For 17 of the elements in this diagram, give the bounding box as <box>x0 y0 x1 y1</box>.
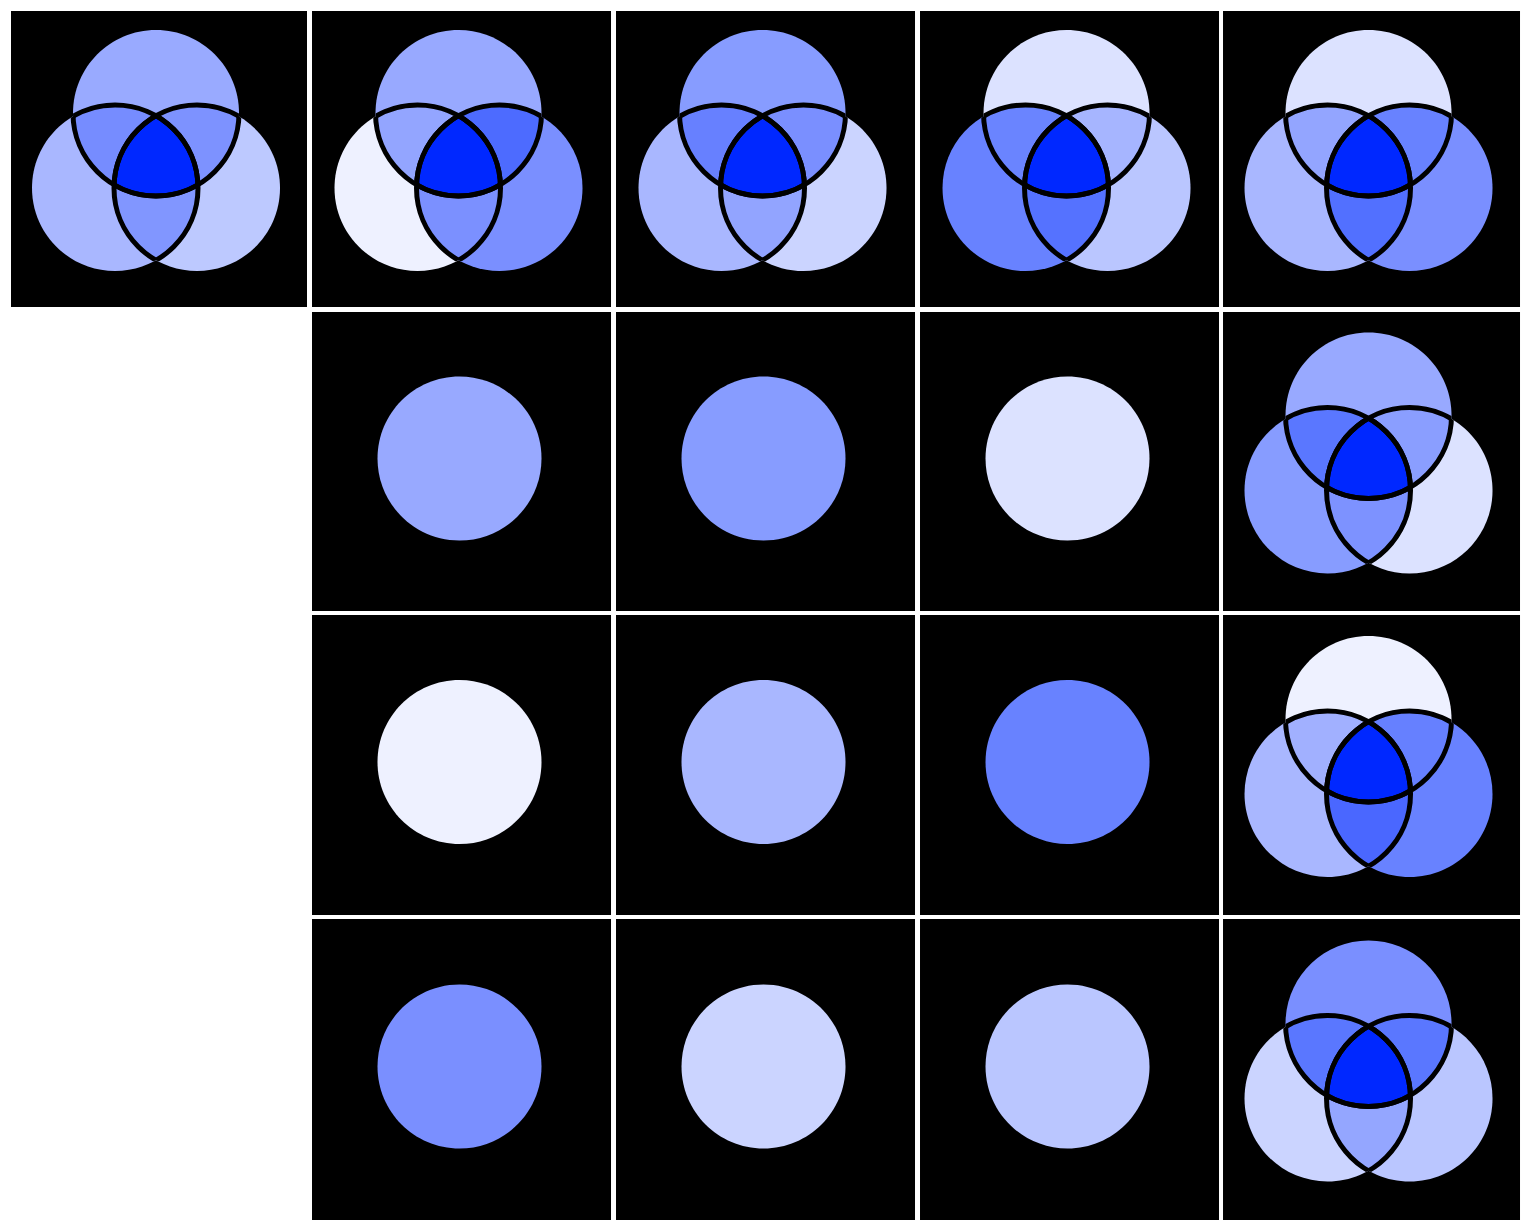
venn-diagram <box>1244 30 1493 271</box>
circle <box>377 680 542 844</box>
circle <box>985 680 1150 844</box>
venn-diagram <box>1244 332 1493 574</box>
venn-diagram <box>1244 940 1493 1182</box>
venn-diagram <box>638 30 887 271</box>
venn-diagram <box>942 30 1191 271</box>
venn-diagram <box>32 30 280 271</box>
circle <box>681 376 846 541</box>
circle <box>681 680 846 844</box>
circle <box>985 376 1150 541</box>
circle <box>985 984 1150 1149</box>
venn-diagram <box>1244 636 1493 877</box>
circle <box>377 376 542 541</box>
circle <box>377 984 542 1149</box>
venn-diagram <box>334 30 583 271</box>
circle <box>681 984 846 1149</box>
